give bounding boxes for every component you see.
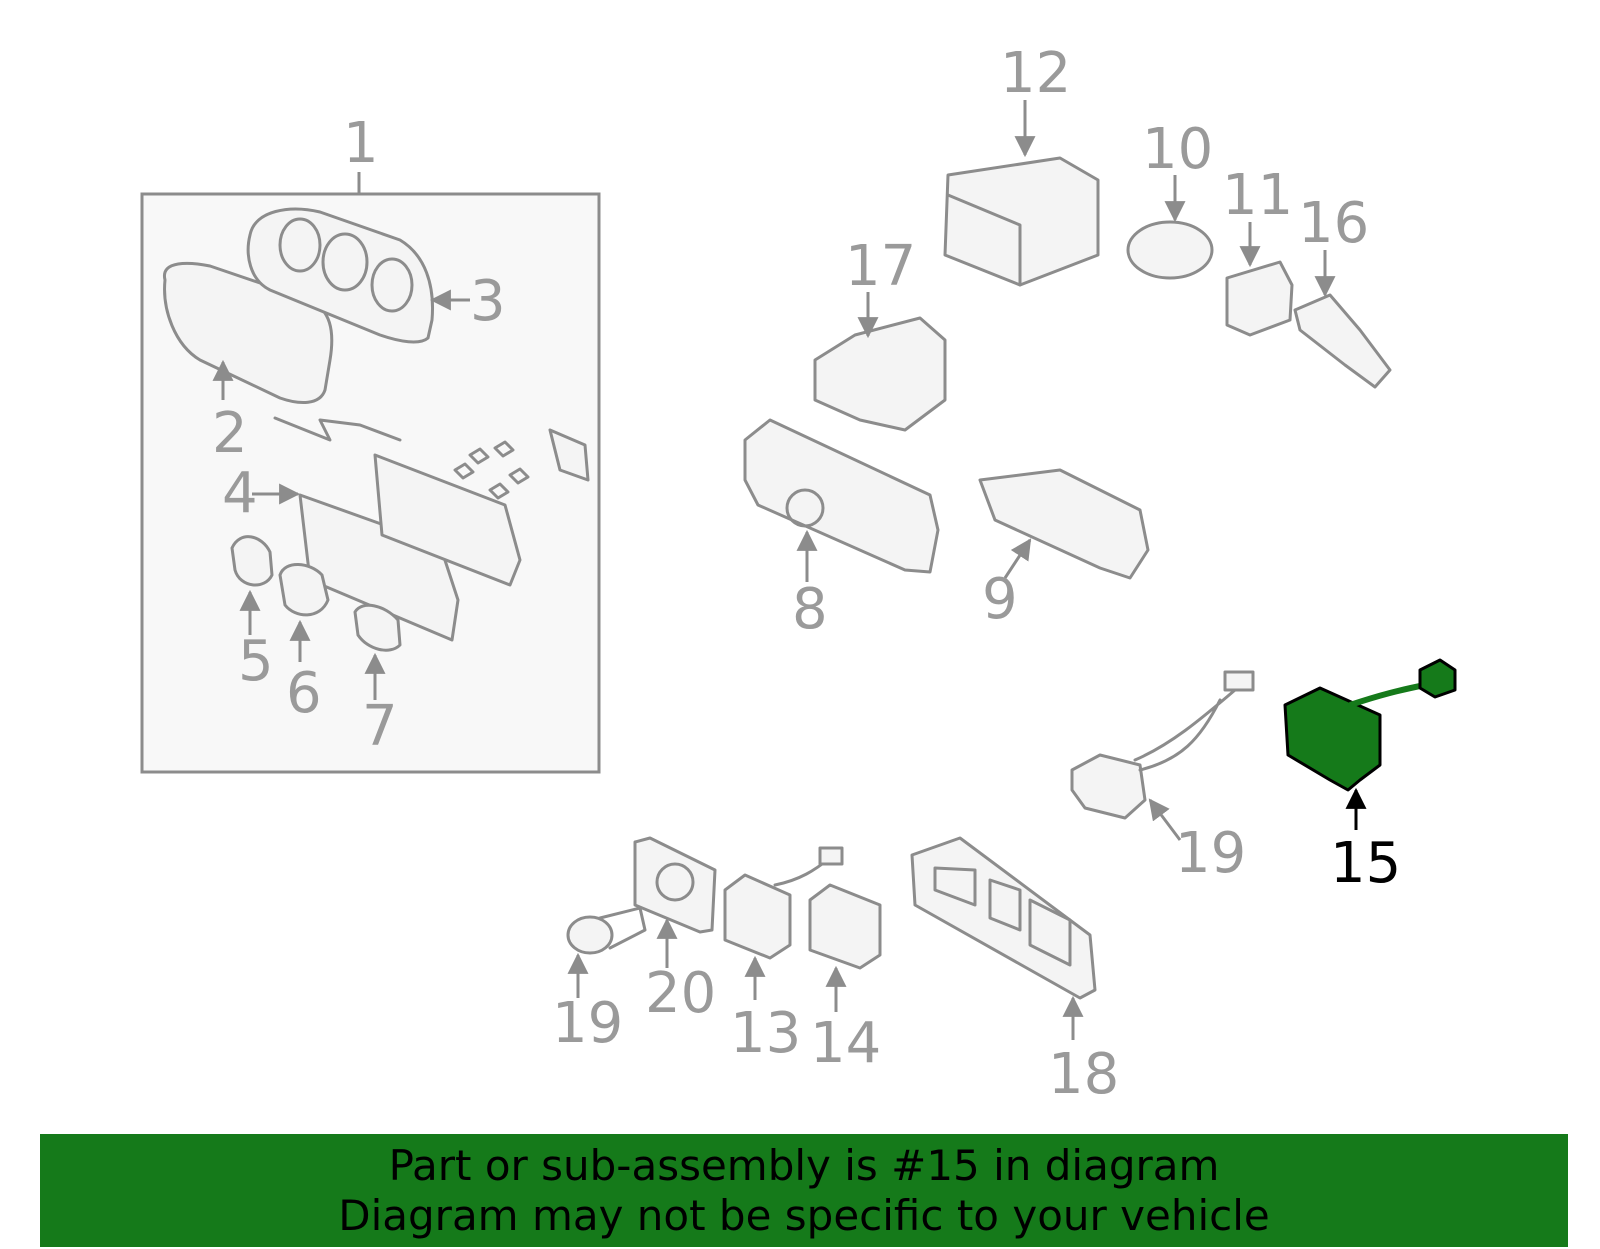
callout-6: 6 (286, 661, 322, 726)
callout-13: 13 (730, 1001, 801, 1066)
part-5-gauge (230, 535, 274, 587)
callout-4: 4 (222, 461, 258, 526)
callout-19-right: 19 (1175, 821, 1246, 886)
part-15-cable (1349, 682, 1426, 708)
callout-9: 9 (982, 567, 1018, 632)
leader-19a (1148, 798, 1182, 841)
callout-2: 2 (212, 401, 248, 466)
part-15-switch-highlighted (1283, 658, 1457, 830)
part-3-gauge-right (370, 257, 414, 313)
callout-3: 3 (470, 269, 506, 334)
callout-1: 1 (343, 111, 379, 176)
callout-12: 12 (1000, 41, 1071, 106)
part-3-gauge-left (278, 217, 322, 273)
part-14-switch (808, 883, 882, 970)
part-3-gauge-mid (321, 232, 369, 292)
part-12-switch-housing (943, 156, 1100, 287)
callout-19-left: 19 (552, 991, 623, 1056)
part-15-body (1283, 686, 1382, 792)
part-18-openings (933, 866, 1072, 967)
part-19-lighter (566, 915, 614, 955)
callout-8: 8 (792, 577, 828, 642)
part-8-climate-control (743, 418, 940, 574)
part-16-switch (1293, 293, 1392, 389)
part-4-connector (548, 428, 590, 482)
callout-20: 20 (645, 961, 716, 1026)
part-12-face (946, 193, 1022, 287)
part-13-switch (723, 873, 792, 960)
part-15-connector (1418, 658, 1457, 699)
part-11-switch (1225, 260, 1294, 337)
part-4-bulbs (453, 440, 530, 500)
banner-line-1: Part or sub-assembly is #15 in diagram (388, 1140, 1220, 1190)
leader-9 (1003, 538, 1032, 579)
banner-line-2: Diagram may not be specific to your vehi… (338, 1190, 1270, 1240)
part-18-switch-bezel (910, 836, 1097, 1000)
callout-18: 18 (1048, 1042, 1119, 1107)
callout-14: 14 (810, 1011, 881, 1076)
callout-5: 5 (238, 629, 274, 694)
callout-16: 16 (1298, 191, 1369, 256)
parts-diagram: 1 2 3 4 5 6 7 8 9 10 11 12 13 14 15 16 1… (140, 41, 1457, 1107)
part-20-bezel (633, 836, 717, 934)
callout-11: 11 (1222, 163, 1293, 228)
part-10-cap (1126, 220, 1214, 280)
part-7-gauge (353, 603, 402, 652)
part-9-switch-panel (978, 468, 1150, 580)
part-19-socket (1070, 753, 1147, 820)
callout-15: 15 (1330, 831, 1401, 896)
part-20-ring (655, 862, 695, 902)
part-17-module (813, 316, 947, 432)
callout-7: 7 (362, 694, 398, 759)
info-banner: Part or sub-assembly is #15 in diagram D… (40, 1134, 1568, 1247)
part-19-wires (1133, 688, 1237, 772)
part-6-gauge (278, 563, 330, 617)
part-19-plug (1223, 670, 1255, 692)
part-4-rear-board (373, 453, 522, 587)
part-8-knob (785, 488, 825, 528)
part-4-wire (273, 416, 402, 442)
instrument-cluster-group (140, 172, 601, 774)
callout-10: 10 (1142, 117, 1213, 182)
part-13-plug (818, 846, 844, 866)
part-19-lighter-body (598, 906, 647, 950)
callout-17: 17 (845, 234, 916, 299)
